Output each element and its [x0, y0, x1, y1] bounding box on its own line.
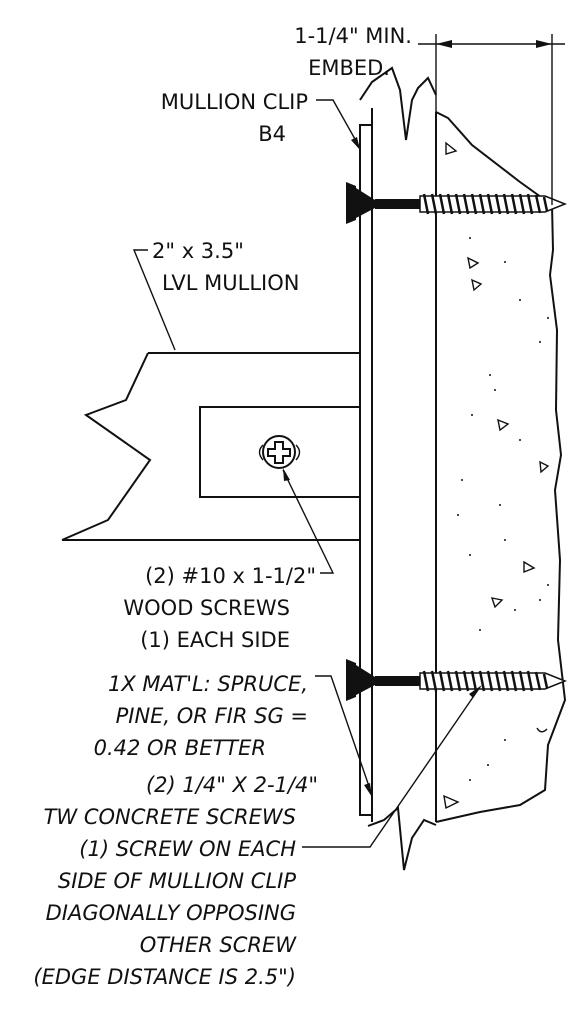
lvl-mullion: [61, 352, 361, 541]
label-embed-line-1: 1-1/4" MIN.: [294, 24, 412, 48]
label-material-line-1: 1X MAT'L: SPRUCE,: [108, 672, 308, 696]
annotation-labels: 1-1/4" MIN. EMBED. MULLION CLIP B4 2" x …: [33, 24, 412, 989]
label-mullion-clip-line-2: B4: [258, 122, 286, 146]
embed-dimension: [418, 34, 565, 205]
concrete-screw-bottom: [346, 659, 568, 701]
label-concrete-screws-line-6: OTHER SCREW: [140, 933, 298, 957]
concrete-screw-top: [346, 182, 568, 224]
concrete-aggregate-marks: [443, 141, 550, 810]
concrete-aggregate-dots: [457, 237, 549, 781]
leader-lines: [132, 99, 482, 848]
label-wood-screws-line-2: WOOD SCREWS: [123, 596, 290, 620]
label-wood-screws-line-1: (2) #10 x 1-1/2": [145, 564, 316, 588]
label-concrete-screws-line-5: DIAGONALLY OPPOSING: [46, 901, 296, 925]
label-material-line-3: 0.42 OR BETTER: [94, 736, 266, 760]
concrete-substrate: [435, 111, 567, 823]
label-lvl-mullion-line-1: 2" x 3.5": [152, 239, 244, 263]
label-wood-screws-line-3: (1) EACH SIDE: [140, 628, 290, 652]
mullion-clip-b4: [359, 124, 373, 816]
label-concrete-screws-line-3: (1) SCREW ON EACH: [79, 837, 296, 861]
label-concrete-screws-line-2: TW CONCRETE SCREWS: [44, 805, 296, 829]
wood-screw-head-symbol: [258, 435, 301, 469]
label-embed-line-2: EMBED.: [308, 56, 390, 80]
label-concrete-screws-line-1: (2) 1/4" X 2-1/4": [146, 773, 318, 797]
label-lvl-mullion-line-2: LVL MULLION: [162, 271, 299, 295]
label-concrete-screws-line-4: SIDE OF MULLION CLIP: [58, 869, 296, 893]
label-material-line-2: PINE, OR FIR SG =: [116, 704, 308, 728]
label-concrete-screws-line-7: (EDGE DISTANCE IS 2.5"): [33, 965, 296, 989]
label-mullion-clip-line-1: MULLION CLIP: [161, 90, 308, 114]
